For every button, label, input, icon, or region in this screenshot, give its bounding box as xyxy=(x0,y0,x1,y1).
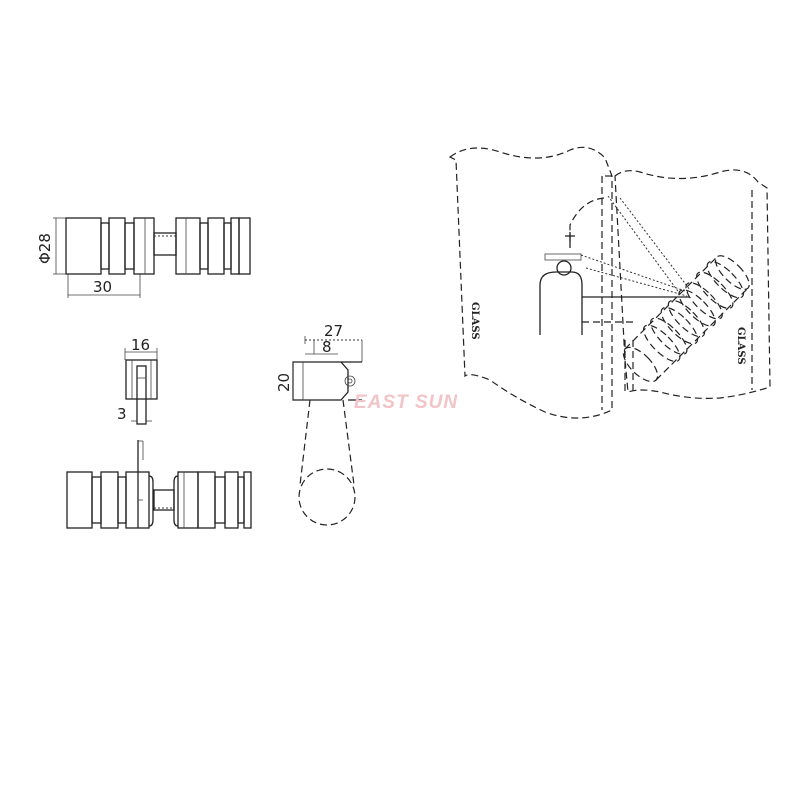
end-view xyxy=(292,336,363,526)
length-dimension-label: 30 xyxy=(93,278,112,296)
left-glass-label: GLASS xyxy=(469,302,480,340)
height-dimension-label: 20 xyxy=(275,373,293,392)
total-dimension-label: 27 xyxy=(324,322,343,340)
width-dimension-label: 16 xyxy=(131,336,150,354)
perspective-view xyxy=(448,146,771,419)
front-view-knob xyxy=(53,217,251,298)
side-view-clamp xyxy=(124,348,158,425)
watermark: EAST SUN xyxy=(354,392,458,413)
assembly-front-view xyxy=(66,440,252,529)
offset-dimension-label: 8 xyxy=(322,338,332,356)
diameter-dimension-label: Φ28 xyxy=(36,233,54,264)
thickness-dimension-label: 3 xyxy=(117,405,127,423)
right-glass-label: GLASS xyxy=(735,327,746,365)
